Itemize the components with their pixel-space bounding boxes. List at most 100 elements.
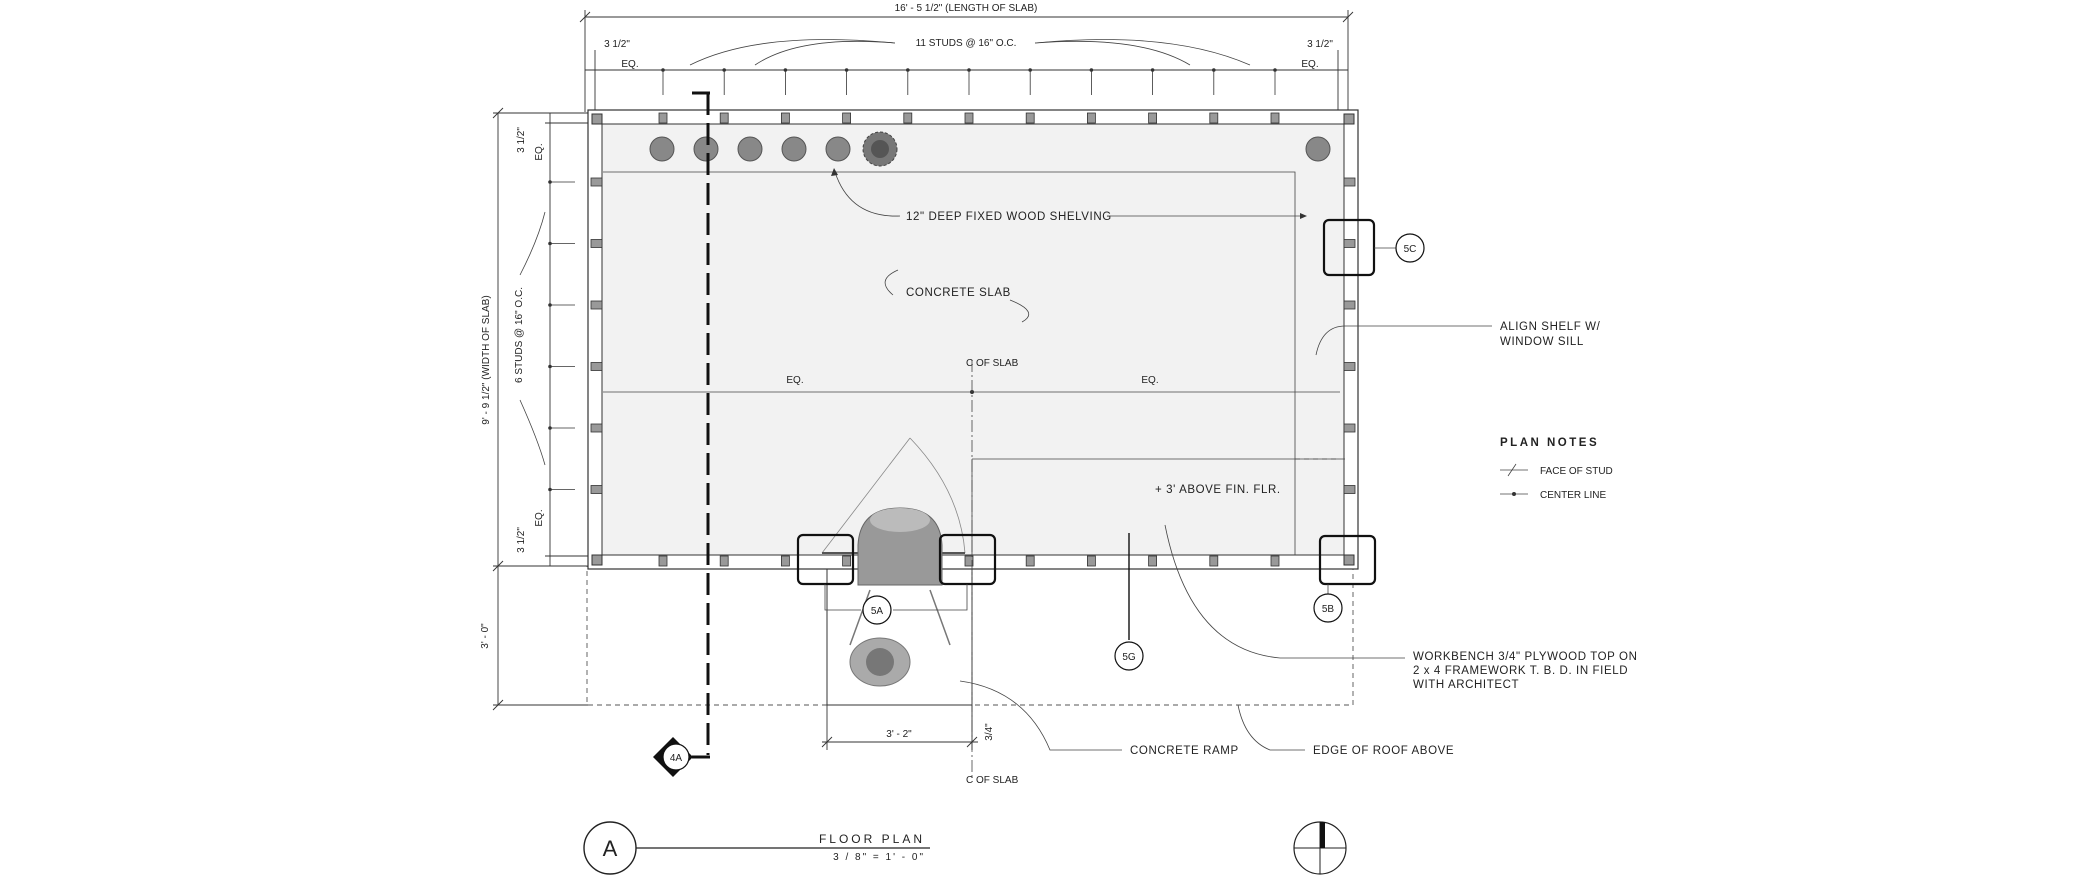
concrete-ramp — [826, 565, 973, 706]
porch-depth-label: 3' - 0" — [480, 623, 491, 649]
stud — [1343, 485, 1356, 494]
stud-tick-dot — [548, 426, 552, 430]
stud — [1270, 112, 1280, 124]
stud — [590, 362, 603, 371]
stud — [590, 485, 603, 494]
callout-5b: 5B — [1322, 604, 1335, 615]
stud-tick-dot — [1212, 68, 1216, 72]
shelf-jars — [649, 131, 1331, 167]
stud — [590, 177, 603, 187]
stud-tick-dot — [548, 241, 552, 246]
stud-tick-dot — [1273, 68, 1277, 72]
stud — [719, 112, 729, 124]
drawing-scale: 3 / 8" = 1' - 0" — [833, 852, 925, 863]
stud — [1148, 555, 1157, 567]
stud — [903, 112, 913, 124]
stud — [658, 112, 668, 124]
stud — [1270, 555, 1280, 567]
stud — [1343, 239, 1356, 248]
callout-5c: 5C — [1404, 244, 1417, 255]
stud-tick-dot — [661, 68, 665, 72]
plan-notes-title: PLAN NOTES — [1500, 437, 1599, 449]
stud-tick-dot — [548, 487, 552, 492]
stud-tick-dot — [1089, 68, 1094, 72]
concrete-slab-label: CONCRETE SLAB — [906, 287, 1011, 299]
stud — [1343, 300, 1356, 310]
stud — [1343, 362, 1356, 371]
eq-slab-left: EQ. — [786, 375, 803, 386]
title-block: A FLOOR PLAN 3 / 8" = 1' - 0" — [583, 821, 930, 875]
ramp-dimensions: 3' - 2" 3/4" — [821, 705, 995, 750]
stud-tick-dot — [548, 303, 552, 307]
eq-right-label: EQ. — [1301, 59, 1318, 70]
detail-callouts: 5A 5B 5C 5G — [796, 218, 1425, 671]
stud — [590, 300, 603, 310]
callout-4a: 4A — [670, 753, 683, 764]
stud — [658, 555, 668, 567]
stud-tick-dot — [906, 68, 910, 72]
align-shelf-line1: ALIGN SHELF W/ — [1500, 321, 1601, 333]
workbench-line3: WITH ARCHITECT — [1413, 679, 1519, 691]
eq-top-label: EQ. — [534, 143, 545, 160]
centerline-label-top: C OF SLAB — [966, 358, 1019, 369]
roof-edge-label: EDGE OF ROOF ABOVE — [1313, 745, 1454, 757]
north-arrow-icon — [1293, 821, 1347, 875]
callout-5g: 5G — [1122, 652, 1136, 663]
stud-tick-dot — [548, 364, 552, 369]
align-shelf-line2: WINDOW SILL — [1500, 336, 1584, 348]
stud — [964, 555, 974, 567]
stud — [781, 555, 790, 567]
stud — [1025, 555, 1035, 567]
stud-tick-dot — [967, 68, 971, 72]
stud — [1087, 555, 1096, 567]
center-line-label: CENTER LINE — [1540, 490, 1606, 501]
workbench-line1: WORKBENCH 3/4" PLYWOOD TOP ON — [1413, 651, 1637, 663]
overall-length-label: 16' - 5 1/2" (LENGTH OF SLAB) — [895, 3, 1038, 14]
section-cut-line: 4A — [653, 91, 710, 777]
stud-tick-dot — [1028, 68, 1032, 72]
end-offset-right-label: 3 1/2" — [1307, 39, 1333, 50]
plan-notes: PLAN NOTES FACE OF STUD CENTER LINE — [1500, 437, 1613, 501]
stud — [1087, 112, 1096, 124]
eq-left-label: EQ. — [621, 59, 638, 70]
interior-labels: 12" DEEP FIXED WOOD SHELVING CONCRETE SL… — [831, 168, 1307, 496]
shelving-label: 12" DEEP FIXED WOOD SHELVING — [906, 211, 1112, 223]
stud — [1148, 112, 1157, 124]
stud — [590, 423, 603, 433]
stud — [1209, 555, 1219, 567]
stud — [1209, 112, 1219, 124]
wall-frame — [587, 109, 1359, 570]
person-figure — [849, 507, 951, 687]
studs-length-label: 11 STUDS @ 16" O.C. — [916, 38, 1017, 49]
stud — [842, 555, 851, 567]
face-of-stud-label: FACE OF STUD — [1540, 466, 1613, 477]
stud-tick-dot — [844, 68, 849, 72]
stud — [1025, 112, 1035, 124]
stud — [719, 555, 729, 567]
stud — [590, 239, 603, 248]
ramp-offset-label: 3/4" — [984, 723, 995, 741]
stud-tick-dot — [722, 68, 726, 72]
eq-bottom-label: EQ. — [534, 509, 545, 526]
concrete-ramp-label: CONCRETE RAMP — [1130, 745, 1239, 757]
stud — [1343, 177, 1356, 187]
stud-tick-dot — [783, 68, 788, 72]
drawing-letter: A — [603, 836, 618, 861]
stud-center-ticks — [661, 68, 1277, 95]
workbench-line2: 2 x 4 FRAMEWORK T. B. D. IN FIELD — [1413, 665, 1628, 677]
side-offset-top-label: 3 1/2" — [516, 127, 527, 153]
stud — [842, 112, 851, 124]
eq-slab-right: EQ. — [1141, 375, 1158, 386]
stud — [781, 112, 790, 124]
concrete-slab — [601, 123, 1345, 556]
stud-tick-dot — [548, 180, 552, 184]
stud — [964, 112, 974, 124]
studs — [590, 112, 1356, 567]
drawing-title: FLOOR PLAN — [819, 832, 925, 846]
top-dimensions: 16' - 5 1/2" (LENGTH OF SLAB) 3 1/2" 3 1… — [579, 3, 1354, 112]
stud-center-ticks-side — [548, 180, 575, 492]
stud — [1343, 423, 1356, 433]
overall-width-label: 9' - 9 1/2" (WIDTH OF SLAB) — [481, 295, 492, 424]
callout-5a: 5A — [871, 606, 884, 617]
